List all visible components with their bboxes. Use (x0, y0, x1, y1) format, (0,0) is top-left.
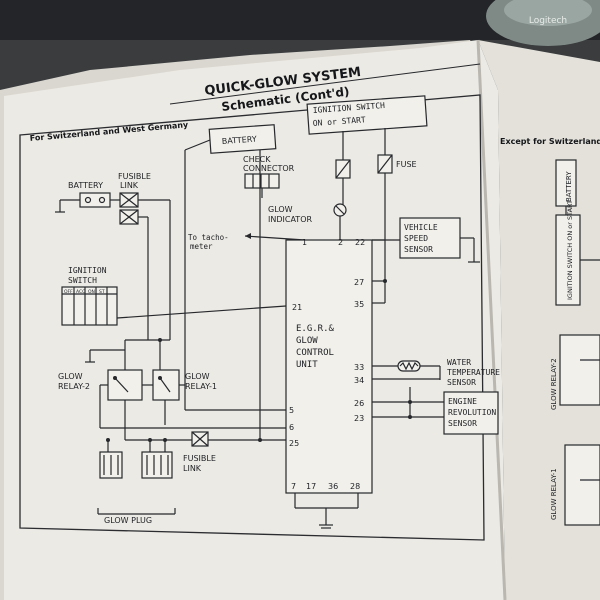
fuse-label: FUSE (396, 160, 417, 169)
pin-6: 6 (289, 423, 294, 432)
ers-label-3: SENSOR (448, 419, 477, 428)
left-schematic: BATTERY IGNITION SWITCH ON or START FUSE… (55, 95, 500, 529)
pin-34: 34 (354, 376, 364, 385)
pin-36: 36 (328, 482, 338, 491)
glow-plug-group-a (99, 451, 123, 479)
control-unit-box (285, 239, 373, 494)
wts-label-1: WATER (447, 358, 471, 367)
glow-relay-2-label-2: RELAY-2 (58, 382, 90, 391)
check-connector-label-1: CHECK (243, 155, 271, 164)
tacho-label-1: To tacho- (188, 233, 229, 242)
pin-35: 35 (354, 300, 364, 309)
fusible-link-top-1: FUSIBLE (118, 172, 151, 181)
engine-rev-sensor-box (443, 391, 499, 435)
pin-21: 21 (292, 303, 302, 312)
glow-relay-2-box (107, 369, 143, 401)
right-ignition-box (555, 214, 581, 306)
ers-label-2: REVOLUTION (448, 408, 496, 417)
pos-on: ON (88, 289, 95, 295)
pin-2: 2 (338, 238, 343, 247)
pos-off: OFF (64, 289, 73, 295)
ignition-switch-table (61, 286, 118, 326)
glow-relay-1-box (152, 369, 180, 401)
ign-table-label-2: SWITCH (68, 276, 97, 285)
pin-7: 7 (291, 482, 296, 491)
ignition-switch-box (306, 95, 428, 135)
vss-label-2: SPEED (404, 234, 428, 243)
right-battery-label: BATTERY (565, 171, 573, 202)
glow-plug-group-b (141, 451, 173, 479)
pin-17: 17 (306, 482, 316, 491)
control-unit-label-2: GLOW (296, 336, 318, 346)
fusible-link-top-2: LINK (120, 181, 139, 190)
ignition-switch-line2: ON or START (313, 115, 367, 128)
pin-26: 26 (354, 399, 364, 408)
title-rule (169, 63, 481, 105)
fusible-link-bottom-2: LINK (183, 464, 202, 473)
battery-small-symbol (79, 192, 111, 208)
battery-main-box (208, 124, 277, 154)
vehicle-speed-sensor-box (399, 217, 461, 259)
check-connector-symbol (244, 173, 280, 189)
right-caption: Except for Switzerland (500, 137, 600, 146)
check-connector-label-2: CONNECTOR (243, 164, 295, 173)
glow-relay-1-label-2: RELAY-1 (185, 382, 217, 391)
battery-main-label: BATTERY (222, 135, 258, 146)
glow-plug-label: GLOW PLUG (104, 516, 152, 525)
glow-indicator-label-1: GLOW (268, 205, 293, 214)
pin-33: 33 (354, 363, 364, 372)
left-page (4, 40, 505, 600)
glow-indicator-label-2: INDICATOR (268, 215, 312, 224)
pos-st: ST (99, 289, 105, 295)
ers-label-1: ENGINE (448, 397, 477, 406)
right-ignition-label: IGNITION SWITCH ON or START (566, 200, 574, 300)
fusible-link-bottom-1: FUSIBLE (183, 454, 216, 463)
glow-relay-2-label-1: GLOW (58, 372, 83, 381)
mouse-logo-text: Logitech (529, 16, 567, 26)
wts-label-2: TEMPERATURE (447, 368, 500, 377)
battery-small-label: BATTERY (68, 181, 103, 190)
ign-table-label-1: IGNITION (68, 266, 107, 275)
pin-5: 5 (289, 406, 294, 415)
pin-22: 22 (355, 238, 365, 247)
right-relay-1-label: GLOW RELAY-1 (550, 468, 558, 520)
pin-28: 28 (350, 482, 360, 491)
control-unit-label-1: E.G.R.& (296, 324, 335, 334)
tacho-label-2: meter (190, 242, 213, 251)
right-relay-1-box (564, 444, 600, 526)
pin-27: 27 (354, 278, 364, 287)
right-schematic: Except for Switzerland BATTERY IGNITION … (500, 137, 600, 526)
right-relay-2-box (559, 334, 600, 406)
control-unit-label-3: CONTROL (296, 348, 334, 358)
wts-label-3: SENSOR (447, 378, 476, 387)
book-gutter (476, 39, 507, 600)
pin-1: 1 (302, 238, 307, 247)
vss-label-1: VEHICLE (404, 223, 438, 232)
pin-23: 23 (354, 414, 364, 423)
pos-acc: ACC (76, 289, 85, 295)
right-relay-2-label: GLOW RELAY-2 (550, 358, 558, 410)
logitech-mouse: Logitech (486, 0, 600, 46)
glow-relay-1-label-1: GLOW (185, 372, 210, 381)
control-unit-label-4: UNIT (296, 360, 318, 370)
vss-label-3: SENSOR (404, 245, 433, 254)
pin-25: 25 (289, 439, 299, 448)
